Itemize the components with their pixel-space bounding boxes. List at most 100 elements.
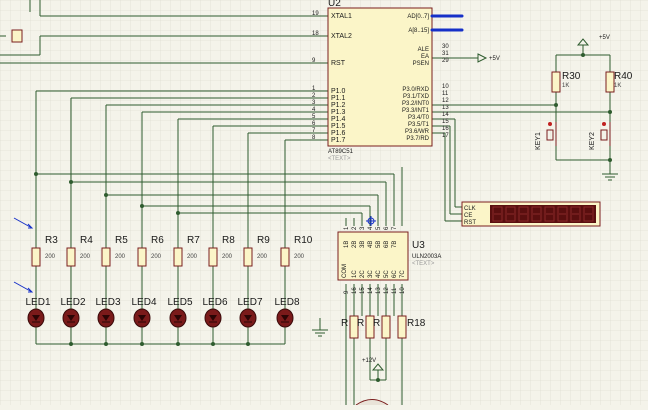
driver-text-tag: <TEXT> [412, 261, 435, 267]
led-ref: LED6 [202, 297, 227, 308]
display-pin-ce: CE [464, 213, 472, 219]
key2-label: KEY2 [589, 132, 596, 150]
mcu-pin-name: P3.3/INT1 [402, 108, 430, 114]
mcu-pin-number: 5 [312, 114, 316, 120]
mcu-pin-name: P3.7/RD [406, 136, 429, 142]
driver-input-label: 4B [368, 241, 374, 248]
key1-label: KEY1 [535, 132, 542, 150]
driver-output-number: 11 [392, 287, 398, 294]
mcu-pin-number: 9 [312, 58, 316, 64]
led-resistor-value: 200 [45, 254, 56, 260]
mcu-pin-name: P3.1/TXD [403, 94, 430, 100]
bottom-resistor-ref: R [341, 318, 348, 329]
mcu-pin-name: P3.5/T1 [408, 122, 430, 128]
bottom-resistor[interactable] [365, 315, 375, 339]
display-digit [505, 206, 516, 222]
led-resistor[interactable] [173, 247, 183, 267]
seven-seg-display[interactable]: CLK CE RST [461, 201, 601, 227]
mcu-pin-name: P3.4/T0 [408, 115, 430, 121]
mcu-part: AT89C51 [328, 149, 354, 155]
led-resistor[interactable] [137, 247, 147, 267]
driver-pins: 1B12B23B34B45B56B67B71C162C153C144C135C1… [344, 226, 406, 294]
key1-switch[interactable]: KEY1 [535, 122, 557, 150]
mcu-pin-name: XTAL2 [331, 33, 352, 40]
display-pin-rst: RST [464, 220, 476, 226]
led-ref: LED3 [95, 297, 120, 308]
led-resistor-value: 200 [257, 254, 268, 260]
driver-ref: U3 [412, 240, 425, 251]
mcu-pin-name: P1.4 [331, 116, 346, 123]
led-resistor-value: 200 [187, 254, 198, 260]
mcu-pin-name: P3.6/WR [405, 129, 430, 135]
ea-power-label: +5V [489, 56, 500, 62]
display-digit [492, 206, 503, 222]
display-digit [531, 206, 542, 222]
driver-input-number: 3 [360, 226, 366, 230]
led-diode-mark [281, 315, 289, 321]
mcu-pin-name: P1.3 [331, 109, 346, 116]
driver-input-label: 5B [376, 241, 382, 248]
driver-body[interactable] [337, 231, 409, 281]
led-resistor[interactable] [280, 247, 290, 267]
key2-switch[interactable]: KEY2 [589, 122, 611, 150]
led-resistor-ref: R8 [222, 235, 235, 246]
mcu-pin-number: 7 [312, 128, 316, 134]
motor-partial [355, 399, 389, 406]
mcu-ref: U2 [328, 0, 341, 9]
mcu-pin-number: 29 [442, 58, 449, 64]
display-panel [490, 205, 596, 223]
led-resistor-ref: R10 [294, 235, 313, 246]
bottom-resistor[interactable] [397, 315, 407, 339]
led-resistor[interactable] [243, 247, 253, 267]
led-resistor[interactable] [208, 247, 218, 267]
pullup-r40[interactable]: R40 1K [605, 71, 633, 93]
driver-output-number: 15 [360, 287, 366, 294]
mcu-pin-number: 19 [312, 11, 319, 17]
mcu-pin-number: 6 [312, 121, 316, 127]
driver-u3[interactable]: U3 ULN2003A <TEXT> COM 1B12B23B34B45B56B… [337, 226, 441, 294]
bottom-resistor[interactable] [381, 315, 391, 339]
display-pin-clk: CLK [464, 206, 476, 212]
driver-input-label: 3B [360, 241, 366, 248]
mcu-pin-number: 2 [312, 93, 316, 99]
driver-input-number: 4 [368, 226, 374, 230]
driver-output-number: 16 [352, 287, 358, 294]
pullup-r30[interactable]: R30 1K [551, 71, 581, 93]
mcu-body[interactable] [327, 7, 433, 147]
driver-output-number: 13 [376, 287, 382, 294]
mcu-pin-name: ALE [418, 47, 429, 53]
mcu-pin-name: XTAL1 [331, 13, 352, 20]
led-resistor[interactable] [31, 247, 41, 267]
bottom-resistor-ref: R [373, 318, 380, 329]
bottom-resistor[interactable] [349, 315, 359, 339]
led-ref: LED2 [60, 297, 85, 308]
led-resistor[interactable] [101, 247, 111, 267]
pullup-r30-value: 1K [562, 83, 569, 89]
led-diode-mark [138, 315, 146, 321]
mcu-pin-number: 15 [442, 119, 449, 125]
partial-components-left-edge [11, 29, 34, 293]
led-diode-mark [32, 315, 40, 321]
mcu-pin-name: P1.5 [331, 123, 346, 130]
led-ref: LED8 [274, 297, 299, 308]
led-ref: LED5 [167, 297, 192, 308]
pullup-r40-ref: R40 [614, 71, 633, 82]
mcu-pin-number: 4 [312, 107, 316, 113]
led-resistor-value: 200 [80, 254, 91, 260]
mcu-pin-number: 31 [442, 51, 449, 57]
led-resistor[interactable] [66, 247, 76, 267]
mcu-pin-number: 30 [442, 44, 449, 50]
mcu-pin-number: 10 [442, 84, 449, 90]
driver-com-number: 9 [344, 290, 350, 294]
mcu-text-tag: <TEXT> [328, 156, 351, 162]
driver-output-label: 4C [376, 270, 382, 278]
mcu-pin-number: 16 [442, 126, 449, 132]
led-resistor-ref: R9 [257, 235, 270, 246]
